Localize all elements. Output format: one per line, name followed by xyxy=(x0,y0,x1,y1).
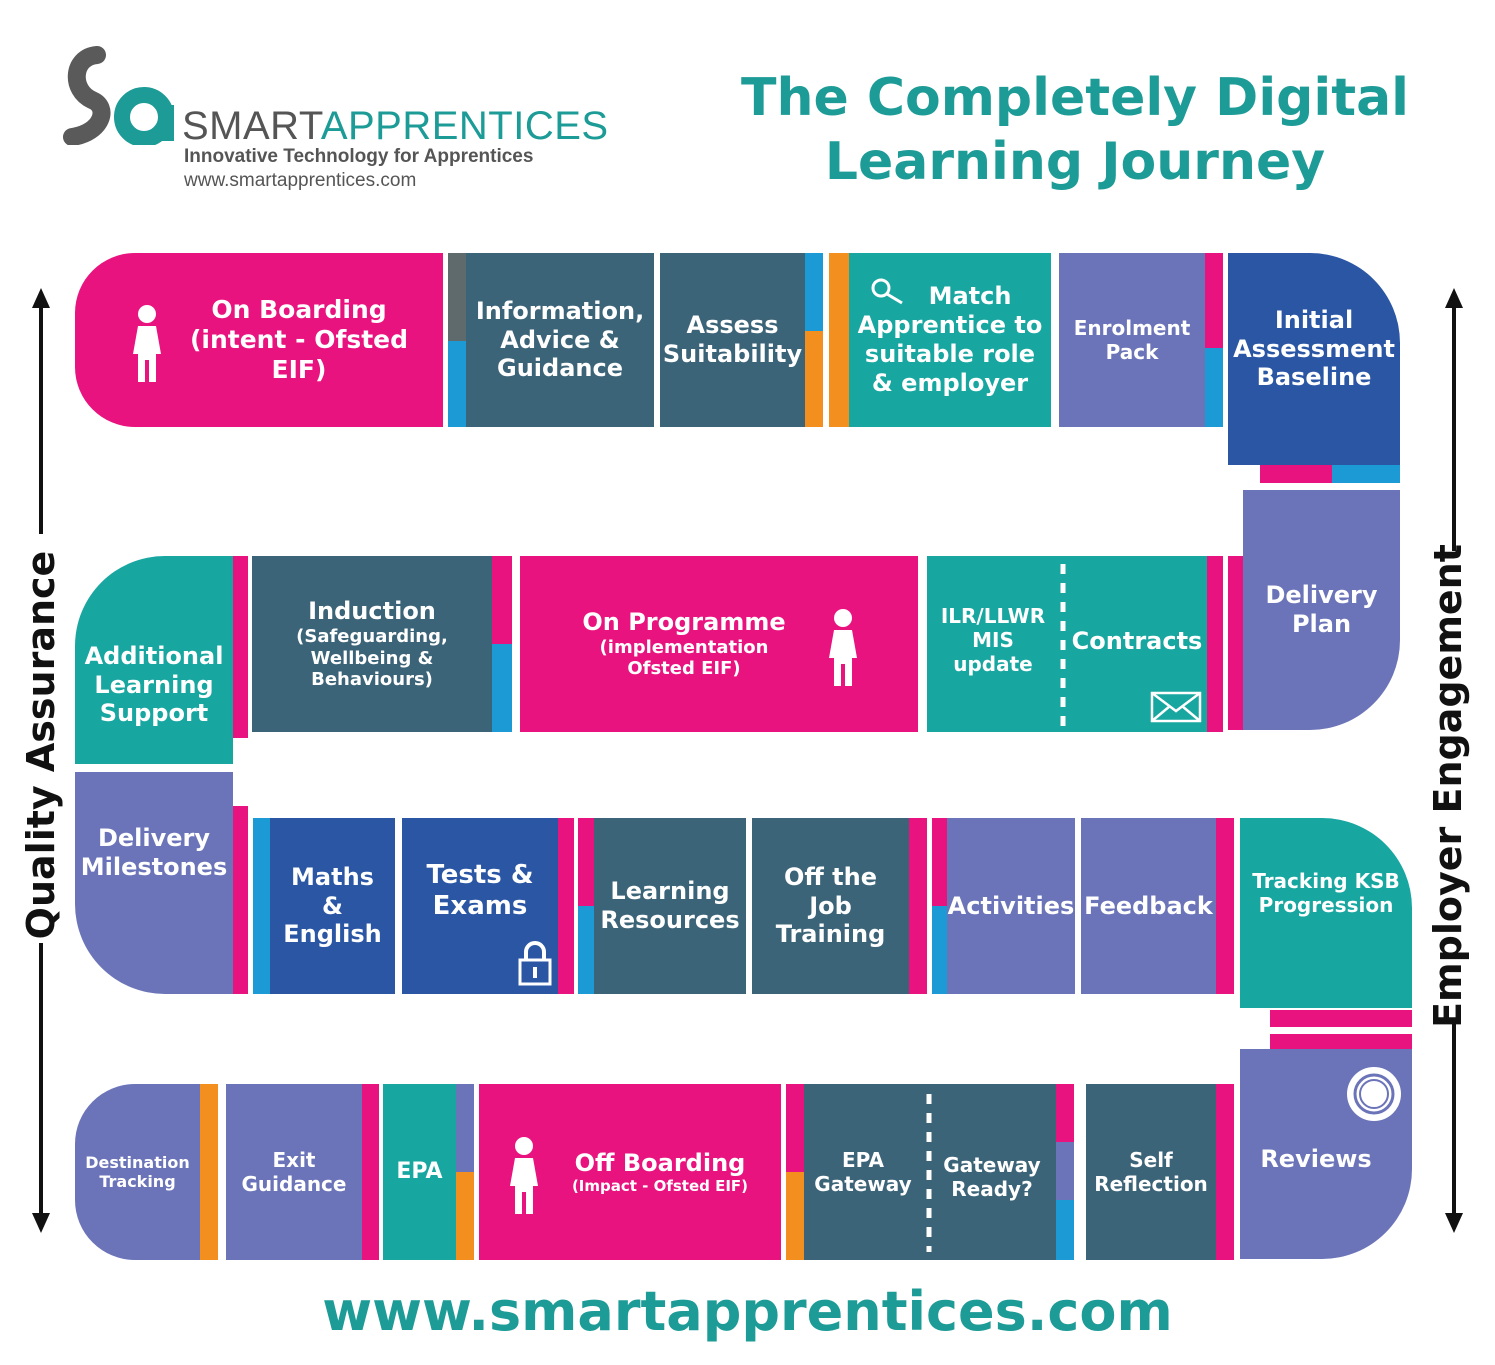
self-reflection-tile[interactable]: Self Reflection xyxy=(1086,1084,1216,1260)
search-icon xyxy=(871,278,903,305)
person-icon xyxy=(510,1137,538,1214)
maths-english-tile[interactable]: Maths & English xyxy=(270,818,395,994)
page-title: The Completely Digital Learning Journey xyxy=(740,68,1409,192)
employer-arrow-icon xyxy=(1445,288,1463,1233)
tracking-ksb-tile[interactable]: Tracking KSB Progression xyxy=(1240,818,1412,1008)
enrolment-pack-tile[interactable]: Enrolment Pack xyxy=(1059,253,1205,427)
onboarding-tile[interactable]: On Boarding (intent - Ofsted EIF) xyxy=(75,253,443,427)
person-icon xyxy=(133,305,161,382)
assess-suitability-tile[interactable]: Assess Suitability xyxy=(660,253,805,427)
destination-tracking-tile[interactable]: Destination Tracking xyxy=(75,1084,200,1260)
learning-resources-tile[interactable]: Learning Resources xyxy=(594,818,746,994)
contracts-label: Contracts xyxy=(1071,627,1203,655)
logo-mark-icon xyxy=(63,46,174,145)
ilr-contracts-tile[interactable] xyxy=(927,556,1207,732)
tests-exams-tile[interactable]: Tests & Exams xyxy=(402,818,558,994)
footer-url[interactable]: www.smartapprentices.com xyxy=(322,1280,1173,1343)
exit-guidance-tile[interactable]: Exit Guidance xyxy=(226,1084,362,1260)
activities-tile[interactable]: Activities xyxy=(947,818,1075,994)
delivery-milestones-tile[interactable]: Delivery Milestones xyxy=(75,772,233,994)
dotted-divider xyxy=(926,1094,932,1252)
quality-arrow-icon xyxy=(32,288,50,1233)
employer-engagement-label: Employer Engagement xyxy=(1426,544,1470,1028)
match-apprentice-tile[interactable]: Match Apprentice to suitable role & empl… xyxy=(849,253,1051,427)
envelope-icon xyxy=(1150,691,1202,723)
epa-gateway-label: EPA Gateway xyxy=(814,1148,912,1196)
brand-tagline: Innovative Technology for Apprentices xyxy=(184,146,534,167)
gateway-ready-label: Gateway Ready? xyxy=(943,1153,1041,1201)
additional-learning-support-tile[interactable]: Additional Learning Support xyxy=(75,556,233,764)
gear-icon xyxy=(1347,1067,1401,1121)
iag-tile[interactable]: Information, Advice & Guidance xyxy=(466,253,654,427)
person-icon xyxy=(829,609,857,686)
feedback-tile[interactable]: Feedback xyxy=(1081,818,1216,994)
brand-name: SMARTAPPRENTICES xyxy=(182,104,609,148)
padlock-icon xyxy=(518,941,552,986)
off-the-job-training-tile[interactable]: Off the Job Training xyxy=(752,818,909,994)
ilr-label: ILR/LLWR MIS update xyxy=(940,604,1046,676)
induction-tile[interactable]: Induction (Safeguarding, Wellbeing & Beh… xyxy=(252,556,492,732)
delivery-plan-tile[interactable]: Delivery Plan xyxy=(1243,490,1400,730)
initial-assessment-tile[interactable]: Initial Assessment Baseline xyxy=(1228,253,1400,465)
brand-url[interactable]: www.smartapprentices.com xyxy=(184,170,417,191)
dotted-divider xyxy=(1060,564,1066,726)
quality-assurance-label: Quality Assurance xyxy=(19,550,63,940)
epa-tile[interactable]: EPA xyxy=(383,1084,456,1260)
